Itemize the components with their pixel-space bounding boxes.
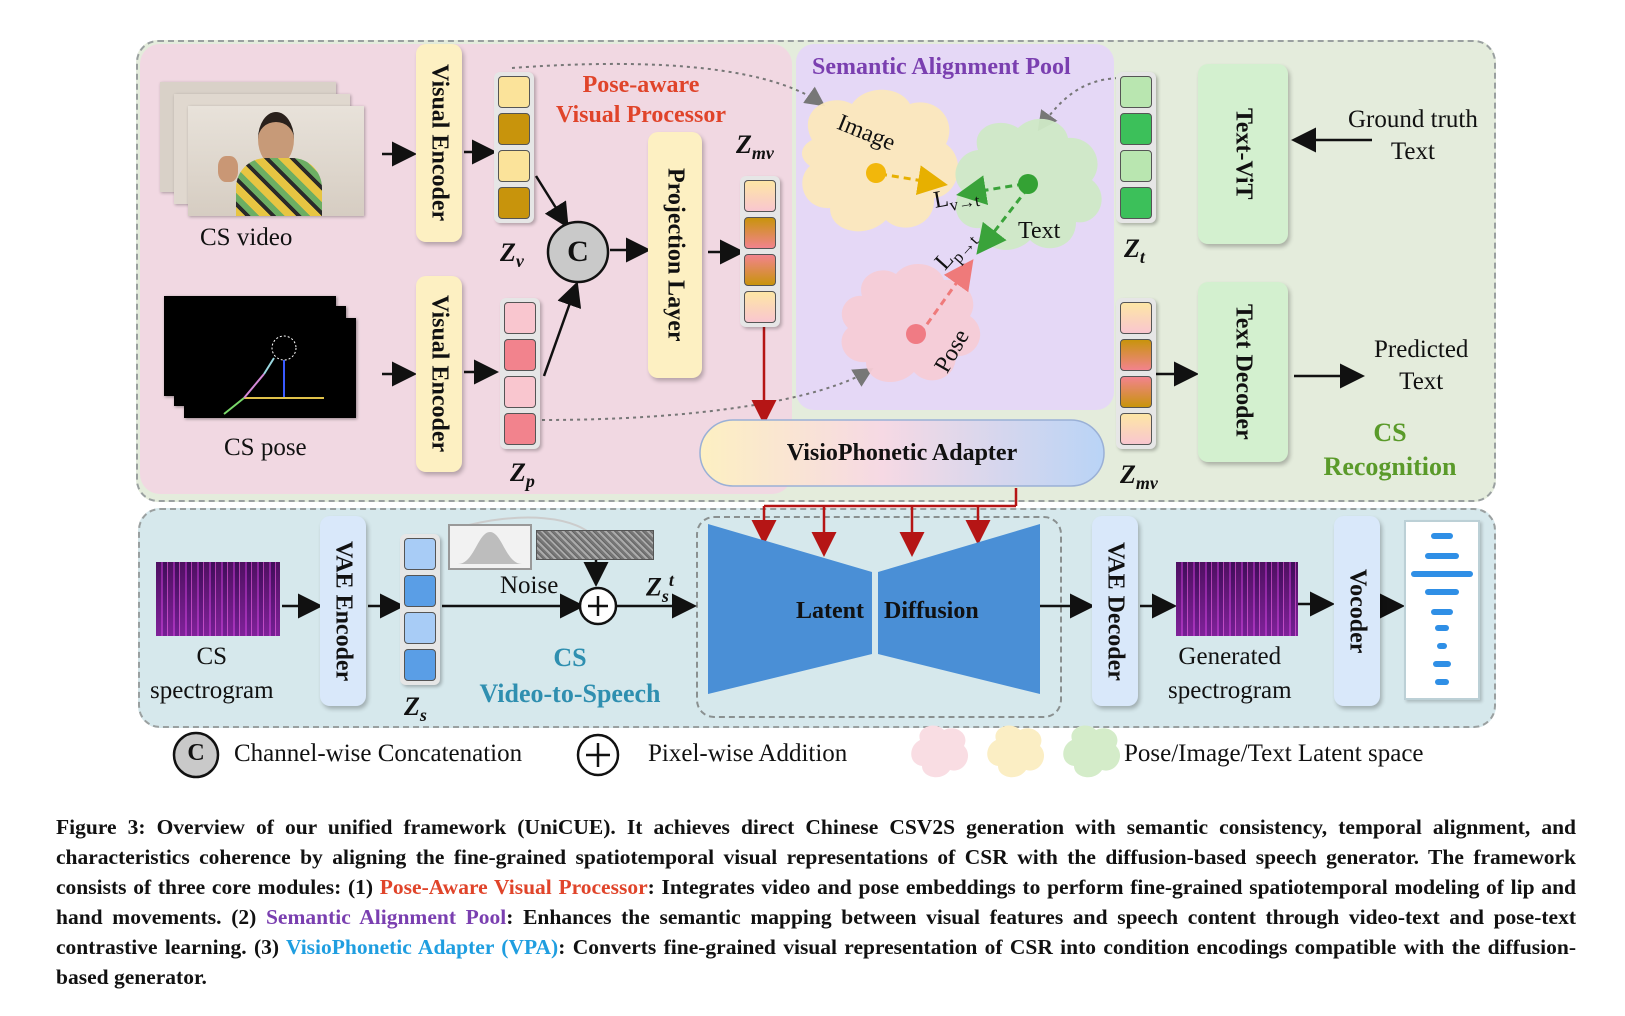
cs-pose-frames: [164, 296, 364, 422]
noise-distribution-icon: [448, 524, 532, 570]
vae-decoder: VAE Decoder: [1092, 516, 1138, 706]
vocoder: Vocoder: [1334, 516, 1380, 706]
waveform-icon: [1404, 520, 1480, 700]
person-hand: [218, 156, 238, 182]
text-cloud-label: Text: [1018, 218, 1061, 244]
pose-aware-title: Pose-aware Visual Processor: [556, 72, 726, 128]
vae-encoder: VAE Encoder: [320, 516, 366, 706]
visual-encoder-bottom: Visual Encoder: [416, 276, 462, 472]
pose-cloud: [841, 263, 981, 383]
cs-video-frames: [160, 82, 370, 218]
legend-latent-space-label: Pose/Image/Text Latent space: [1124, 740, 1424, 767]
z-t-token-stack: [1116, 72, 1156, 223]
z-s-t-label: Zst: [646, 570, 674, 606]
caption-vpa: VisioPhonetic Adapter (VPA): [285, 935, 559, 959]
concat-symbol: C: [567, 235, 589, 268]
z-s-label: Zs: [404, 692, 427, 726]
person-head: [258, 112, 294, 166]
legend-concat-symbol: C: [187, 740, 205, 766]
z-v-label: Zv: [500, 238, 524, 272]
ground-truth-text-label: Ground truth Text: [1348, 106, 1478, 165]
text-vit: Text-ViT: [1198, 64, 1288, 244]
z-p-label: Zp: [510, 458, 535, 492]
semantic-alignment-title: Semantic Alignment Pool: [812, 54, 1071, 80]
cs-video-to-speech-title: CS Video-to-Speech: [479, 643, 661, 708]
visiophonetic-adapter-label: VisioPhonetic Adapter: [786, 440, 1018, 466]
text-decoder: Text Decoder: [1198, 282, 1288, 462]
predicted-text-label: Predicted Text: [1374, 336, 1469, 395]
figure-caption: Figure 3: Overview of our unified framew…: [56, 815, 1576, 989]
z-mv-label: Zmv: [736, 130, 774, 164]
generated-spectrogram-image: [1176, 562, 1298, 636]
caption-pvp: Pose-Aware Visual Processor: [379, 875, 648, 899]
pose-skeleton-icon: [223, 335, 324, 415]
z-mv-recognition-token-stack: [1116, 298, 1156, 449]
person-body: [236, 158, 322, 216]
latent-label: Latent: [796, 598, 864, 624]
z-p-token-stack: [500, 298, 540, 449]
noise-label: Noise: [500, 572, 559, 599]
visual-encoder-top: Visual Encoder: [416, 44, 462, 242]
latent-diffusion-region: [696, 516, 1062, 718]
cs-recognition-title: CS Recognition: [1323, 418, 1457, 481]
z-v-token-stack: [494, 72, 534, 223]
noise-tensor-icon: [536, 530, 654, 560]
z-mv-token-stack: [740, 176, 780, 327]
z-mv-recognition-label: Zmv: [1120, 460, 1158, 494]
projection-layer: Projection Layer: [648, 132, 702, 378]
legend-concat-label: Channel-wise Concatenation: [234, 740, 523, 767]
z-s-token-stack: [400, 534, 440, 685]
cs-pose-label: CS pose: [224, 434, 307, 461]
z-t-label: Zt: [1124, 234, 1145, 268]
cs-video-label: CS video: [200, 224, 293, 251]
cs-spectrogram-image: [156, 562, 280, 636]
legend-addition-label: Pixel-wise Addition: [648, 740, 848, 767]
caption-sap: Semantic Alignment Pool: [265, 905, 507, 929]
cs-spectrogram-label: CS spectrogram: [150, 643, 274, 704]
image-cloud: [801, 89, 959, 232]
generated-spectrogram-label: Generated spectrogram: [1168, 643, 1292, 704]
diffusion-label: Diffusion: [884, 598, 979, 624]
